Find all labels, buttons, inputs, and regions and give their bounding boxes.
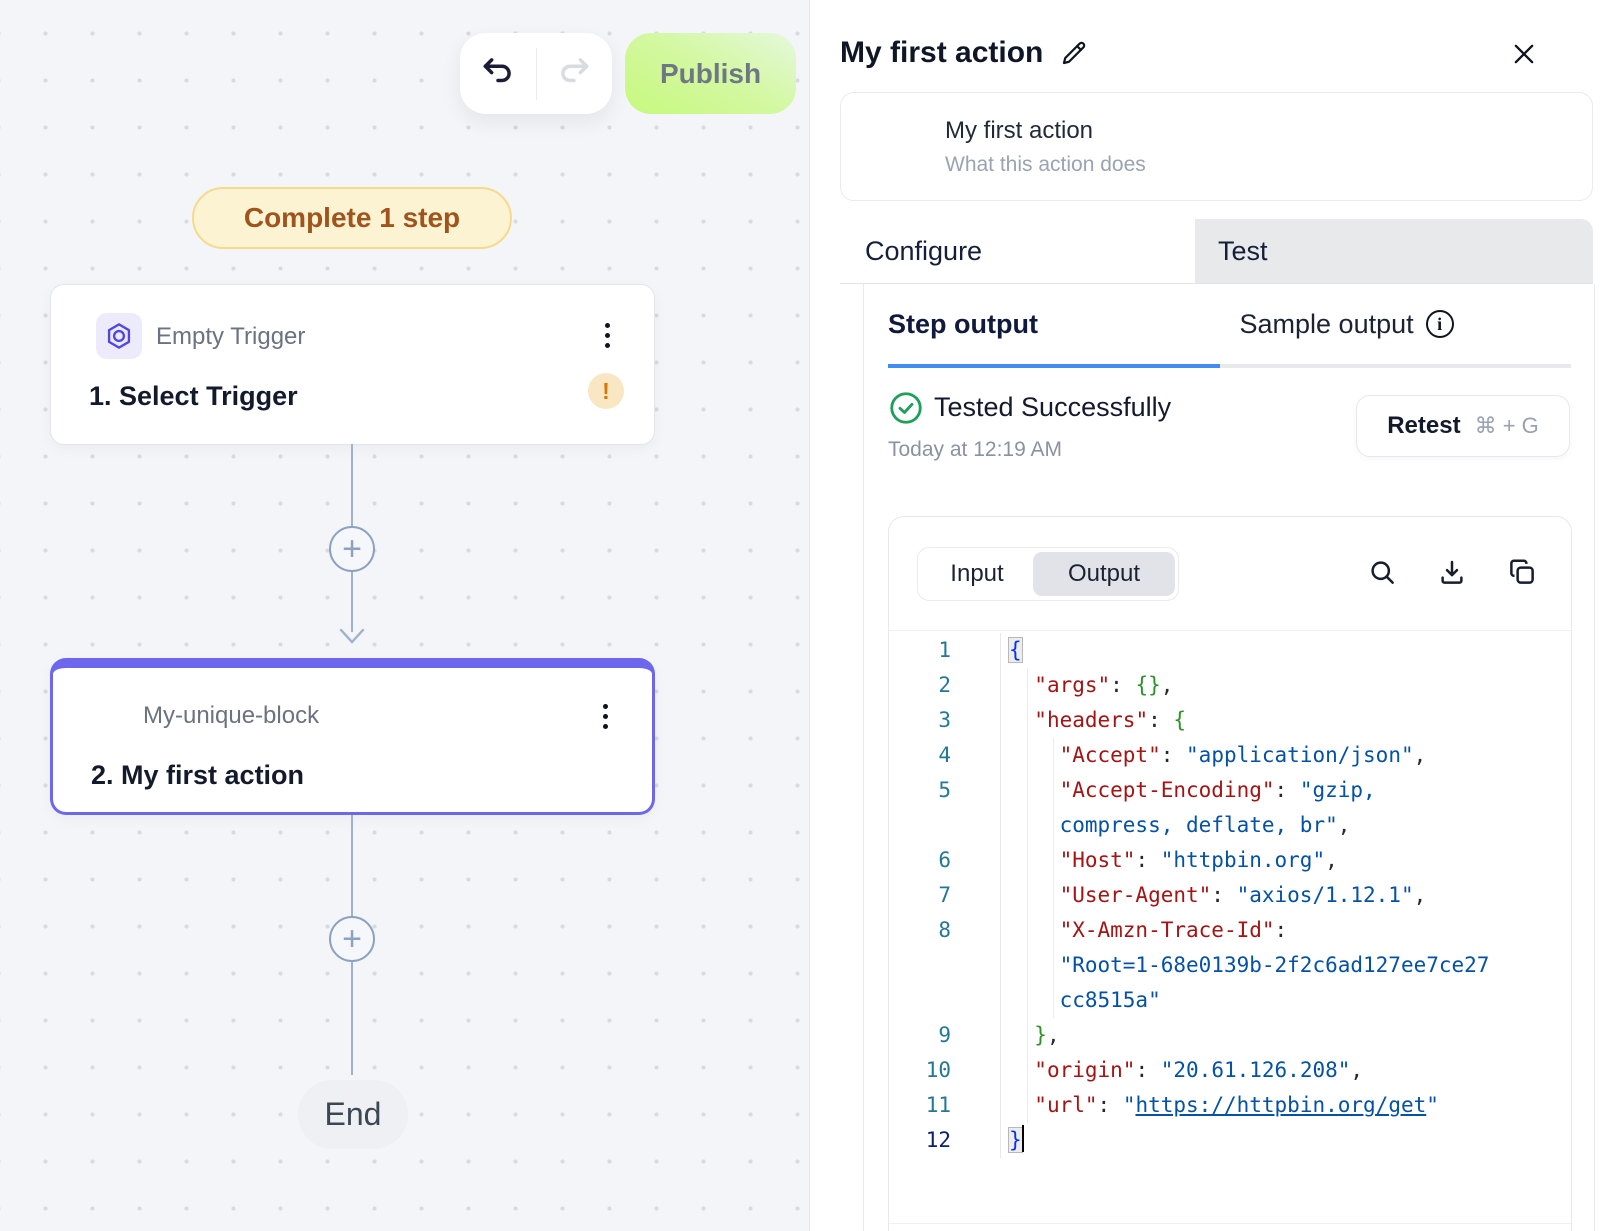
code-line: "Root=1-68e0139b-2f2c6ad127ee7ce27 <box>889 948 1571 983</box>
action-node-subtitle: 2. My first action <box>91 760 305 790</box>
test-tab-content: Step output Sample output i Tested Succe… <box>863 284 1595 1231</box>
url-link[interactable]: https://httpbin.org/get <box>1135 1093 1427 1117</box>
code-line: 3 "headers": { <box>889 703 1571 738</box>
retest-shortcut: ⌘ + G <box>1474 413 1539 438</box>
code-line: 11 "url": "https://httpbin.org/get" <box>889 1088 1571 1123</box>
tab-configure[interactable]: Configure <box>840 219 1195 283</box>
tab-sample-output[interactable]: Sample output i <box>1219 284 1571 368</box>
line-number: 9 <box>889 1018 1001 1053</box>
warning-icon: ! <box>588 373 624 409</box>
action-node-menu-button[interactable] <box>597 698 614 735</box>
redo-icon <box>555 52 593 95</box>
tab-configure-label: Configure <box>865 235 983 266</box>
line-number: 1 <box>889 633 1001 668</box>
code-line: 12} <box>889 1123 1571 1158</box>
io-toggle: Input Output <box>917 547 1179 601</box>
line-number: 3 <box>889 703 1001 738</box>
toggle-input[interactable]: Input <box>950 560 1004 587</box>
close-icon <box>1510 40 1538 73</box>
line-number: 11 <box>889 1088 1001 1123</box>
download-icon[interactable] <box>1437 557 1467 587</box>
info-icon[interactable]: i <box>1425 310 1454 338</box>
line-number: 10 <box>889 1053 1001 1088</box>
trigger-node-menu-button[interactable] <box>599 317 616 354</box>
action-name: My first action <box>945 117 1094 144</box>
indent-guide <box>1053 738 1054 1018</box>
edit-pencil-icon[interactable] <box>1059 38 1089 68</box>
tab-sample-output-label: Sample output <box>1239 308 1414 339</box>
code-line: cc8515a" <box>889 983 1571 1018</box>
add-step-button-2[interactable]: + <box>329 916 375 962</box>
toolbar-divider <box>535 47 537 100</box>
connector-line <box>351 572 353 632</box>
trigger-node-subtitle: 1. Select Trigger <box>89 381 298 411</box>
test-status-section: Tested Successfully Today at 12:19 AM Re… <box>864 368 1594 516</box>
line-number: 7 <box>889 878 1001 913</box>
redo-button[interactable] <box>537 52 613 95</box>
action-detail-panel: My first action My first action What thi… <box>810 0 1610 1231</box>
line-number <box>889 948 1001 983</box>
undo-button[interactable] <box>460 52 536 95</box>
copy-icon[interactable] <box>1507 557 1537 587</box>
connector-line <box>351 815 353 917</box>
search-icon[interactable] <box>1367 557 1397 587</box>
retest-button[interactable]: Retest ⌘ + G <box>1356 395 1570 457</box>
connector-line <box>351 444 353 528</box>
line-number: 4 <box>889 738 1001 773</box>
hexagon-icon <box>96 313 142 359</box>
code-line: 1{ <box>889 633 1571 668</box>
panel-title: My first action <box>840 36 1044 69</box>
undo-icon <box>479 52 517 95</box>
code-line: compress, deflate, br", <box>889 808 1571 843</box>
tab-test-label: Test <box>1218 235 1268 266</box>
panel-title-row: My first action <box>840 36 1089 70</box>
retest-label: Retest <box>1387 412 1461 439</box>
test-status-label: Tested Successfully <box>934 392 1172 422</box>
add-step-button-1[interactable]: + <box>329 526 375 572</box>
line-number <box>889 808 1001 843</box>
code-line: 10 "origin": "20.61.126.208", <box>889 1053 1571 1088</box>
output-toolbar: Input Output <box>889 517 1571 631</box>
action-summary-card[interactable]: My first action What this action does <box>840 92 1593 201</box>
line-number <box>889 983 1001 1018</box>
success-check-icon <box>888 390 924 431</box>
line-number: 6 <box>889 843 1001 878</box>
text-cursor <box>1021 1125 1025 1152</box>
test-timestamp: Today at 12:19 AM <box>888 438 1062 461</box>
output-tabbar: Step output Sample output i <box>864 284 1594 368</box>
tab-step-output-label: Step output <box>888 308 1038 339</box>
end-node: End <box>298 1080 408 1149</box>
close-button[interactable] <box>1506 38 1542 74</box>
workflow-canvas[interactable]: Publish Complete 1 step Empty Trigger 1.… <box>0 0 810 1231</box>
output-viewer-card: Input Output <box>888 516 1572 1231</box>
code-line: 9 }, <box>889 1018 1571 1053</box>
panel-tabbar: Configure Test <box>840 219 1593 284</box>
connector-line <box>351 962 353 1075</box>
code-line: 2 "args": {}, <box>889 668 1571 703</box>
code-lines[interactable]: 1{2 "args": {},3 "headers": {4 "Accept":… <box>889 631 1571 1158</box>
code-line: 8 "X-Amzn-Trace-Id": <box>889 913 1571 948</box>
code-footer-divider <box>889 1223 1571 1224</box>
line-number: 5 <box>889 773 1001 808</box>
trigger-node[interactable]: Empty Trigger 1. Select Trigger ! <box>50 284 655 445</box>
toggle-output-selected[interactable]: Output <box>1033 552 1175 596</box>
code-line: 5 "Accept-Encoding": "gzip, <box>889 773 1571 808</box>
indent-guide <box>1027 668 1028 1123</box>
code-line: 4 "Accept": "application/json", <box>889 738 1571 773</box>
publish-button[interactable]: Publish <box>625 33 796 114</box>
tab-test[interactable]: Test <box>1195 219 1593 283</box>
code-line: 6 "Host": "httpbin.org", <box>889 843 1571 878</box>
line-number: 8 <box>889 913 1001 948</box>
arrow-down-icon <box>339 628 365 650</box>
action-node-title: My-unique-block <box>143 702 320 729</box>
action-node-selected[interactable]: My-unique-block 2. My first action <box>50 658 655 815</box>
trigger-node-title: Empty Trigger <box>156 323 306 350</box>
line-number: 2 <box>889 668 1001 703</box>
action-description: What this action does <box>945 153 1146 176</box>
code-line: 7 "User-Agent": "axios/1.12.1", <box>889 878 1571 913</box>
tab-step-output[interactable]: Step output <box>888 284 1220 368</box>
progress-badge: Complete 1 step <box>192 187 512 249</box>
line-number: 12 <box>889 1123 1001 1158</box>
history-toolbar <box>460 33 612 114</box>
